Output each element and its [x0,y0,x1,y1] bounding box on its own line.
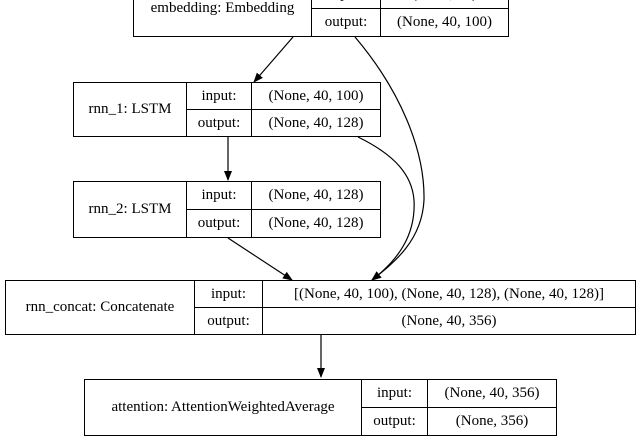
rnn1-output-label: output: [186,109,252,137]
edge-rnn2-to-concat [227,237,293,281]
concat-layer-name: rnn_concat: Concatenate [5,280,195,335]
concat-input-label: input: [194,280,263,308]
rnn2-input-label: input: [186,181,252,210]
attention-output-label: output: [361,407,428,436]
concat-output-label: output: [194,307,263,335]
attention-input-shape: (None, 40, 356) [427,379,557,408]
attention-output-shape: (None, 356) [427,407,557,436]
rnn2-layer-name: rnn_2: LSTM [73,181,187,238]
embedding-output-shape: (None, 40, 100) [380,8,509,37]
rnn1-input-shape: (None, 40, 100) [251,82,381,110]
concat-input-shape: [(None, 40, 100), (None, 40, 128), (None… [262,280,636,308]
edge-embedding-to-concat [354,36,425,281]
rnn1-output-shape: (None, 40, 128) [251,109,381,137]
embedding-layer-name: embedding: Embedding [133,0,312,37]
embedding-output-label: output: [311,8,381,37]
attention-input-label: input: [361,379,428,408]
edge-embedding-to-rnn1 [253,36,294,83]
rnn2-output-label: output: [186,209,252,238]
rnn2-output-shape: (None, 40, 128) [251,209,381,238]
rnn1-layer-name: rnn_1: LSTM [73,82,187,137]
rnn2-input-shape: (None, 40, 128) [251,181,381,210]
edges-layer [224,36,425,378]
edge-rnn1-to-concat [357,136,415,281]
rnn1-input-label: input: [186,82,252,110]
concat-output-shape: (None, 40, 356) [262,307,636,335]
attention-layer-name: attention: AttentionWeightedAverage [84,379,362,436]
